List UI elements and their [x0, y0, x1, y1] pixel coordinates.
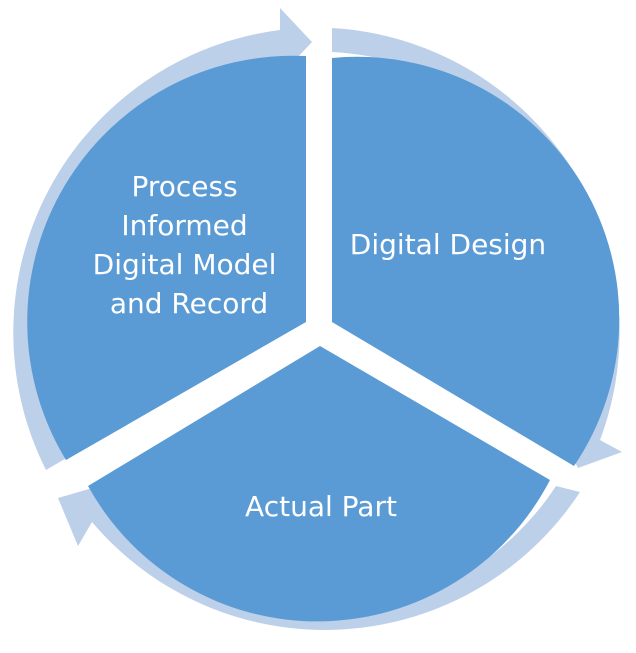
segment-actual-part	[88, 346, 550, 622]
label-actual-part-line-1: Actual Part	[245, 490, 397, 523]
label-digital-design: Digital Design	[350, 228, 546, 261]
label-digital-design-line-1: Digital Design	[350, 228, 546, 261]
label-process-informed-line-4: and Record	[110, 287, 268, 320]
cycle-arrow-right	[332, 28, 622, 468]
segment-process-informed	[27, 55, 306, 460]
segment-labels: Process Informed Digital Model and Recor…	[93, 170, 547, 523]
cycle-arrow-bottom	[58, 484, 580, 630]
label-process-informed-line-2: Informed	[121, 209, 247, 242]
cycle-segments	[27, 55, 620, 622]
label-process-informed-line-1: Process	[131, 170, 237, 203]
label-process-informed-line-3: Digital Model	[93, 248, 277, 281]
label-actual-part: Actual Part	[245, 490, 397, 523]
segment-digital-design	[332, 56, 620, 466]
label-process-informed: Process Informed Digital Model and Recor…	[93, 170, 286, 320]
